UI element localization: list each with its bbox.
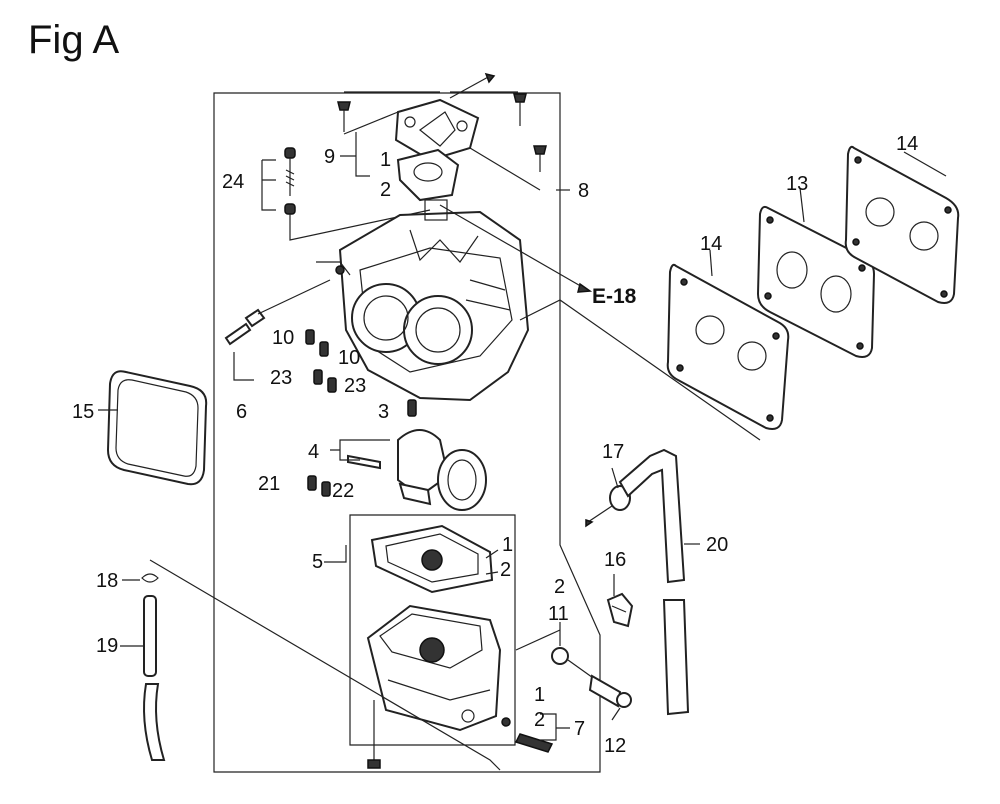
reference-label: E-18 [592, 285, 637, 308]
callout-6: 6 [236, 401, 247, 423]
intake-gasket-part [396, 148, 460, 202]
callout-14: 14 [896, 133, 918, 155]
jet-part [305, 329, 417, 417]
callout-17: 17 [602, 441, 624, 463]
callout-9: 9 [324, 146, 335, 168]
insulator-gasket-part [844, 145, 960, 304]
callout-14: 14 [700, 233, 722, 255]
callout-19: 19 [96, 635, 118, 657]
callout-2: 2 [500, 559, 511, 581]
callout-20: 20 [706, 534, 728, 556]
drain-screw-part [501, 717, 554, 753]
hose-part [141, 573, 166, 761]
float-part [347, 429, 487, 511]
callout-12: 12 [604, 735, 626, 757]
float-chamber-gasket-part [370, 524, 494, 594]
callout-1: 1 [380, 149, 391, 171]
fuel-fitting-part [551, 647, 632, 708]
assembly-frame [213, 92, 601, 773]
callout-1: 1 [534, 684, 545, 706]
pilot-screw-part [224, 279, 331, 381]
callout-5: 5 [312, 551, 323, 573]
float-chamber-frame [349, 514, 516, 746]
callout-2: 2 [534, 709, 545, 731]
figure-title: Fig A [28, 18, 120, 62]
callout-22: 22 [332, 480, 354, 502]
callout-23: 23 [344, 375, 366, 397]
carburetor-body-part [316, 199, 530, 402]
intake-cover-part [394, 72, 496, 162]
callout-8: 8 [578, 180, 589, 202]
callout-11: 11 [548, 603, 569, 625]
hose-clip-part [606, 592, 634, 628]
callout-3: 3 [378, 401, 389, 423]
callout-21: 21 [258, 473, 280, 495]
drain-screw-part [367, 700, 381, 769]
callout-23: 23 [270, 367, 292, 389]
insulator-gasket-part [666, 263, 790, 430]
screw-set-part [284, 147, 431, 241]
jet-part [307, 475, 331, 497]
hose-clamp-part [585, 485, 631, 528]
callout-15: 15 [72, 401, 94, 423]
callout-2: 2 [554, 576, 565, 598]
o-ring-part [106, 370, 208, 486]
callout-10: 10 [272, 327, 294, 349]
vent-tube-part [618, 448, 690, 716]
callout-16: 16 [604, 549, 626, 571]
float-chamber-part [366, 604, 502, 732]
callout-7: 7 [574, 718, 585, 740]
callout-1: 1 [502, 534, 513, 556]
callout-18: 18 [96, 570, 118, 592]
screw-part [337, 93, 547, 172]
callout-13: 13 [786, 173, 808, 195]
callout-10: 10 [338, 347, 360, 369]
callout-24: 24 [222, 171, 244, 193]
callout-4: 4 [308, 441, 319, 463]
callout-2: 2 [380, 179, 391, 201]
